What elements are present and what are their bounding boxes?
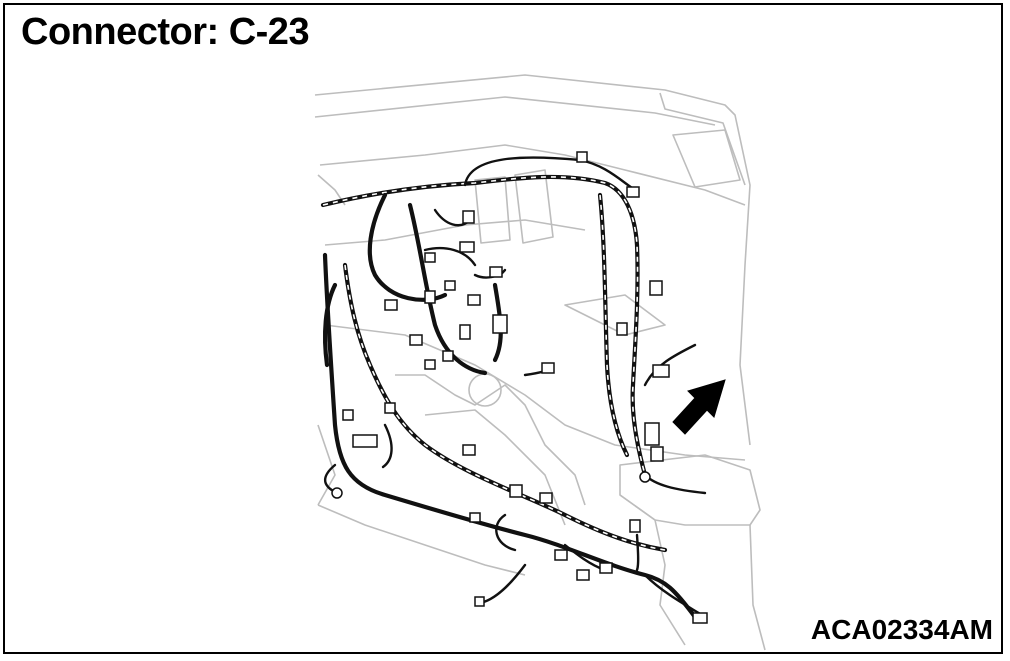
instrument-panel-outline	[314, 74, 766, 651]
diagram-frame: Connector: C-23	[3, 3, 1003, 654]
diagram-title: Connector: C-23	[21, 11, 310, 53]
wiring-harness-illustration	[314, 74, 766, 651]
main-harness	[320, 174, 698, 620]
arrow-icon	[672, 379, 726, 435]
connectors	[331, 151, 708, 624]
figure-id-label: ACA02334AM	[810, 614, 993, 645]
